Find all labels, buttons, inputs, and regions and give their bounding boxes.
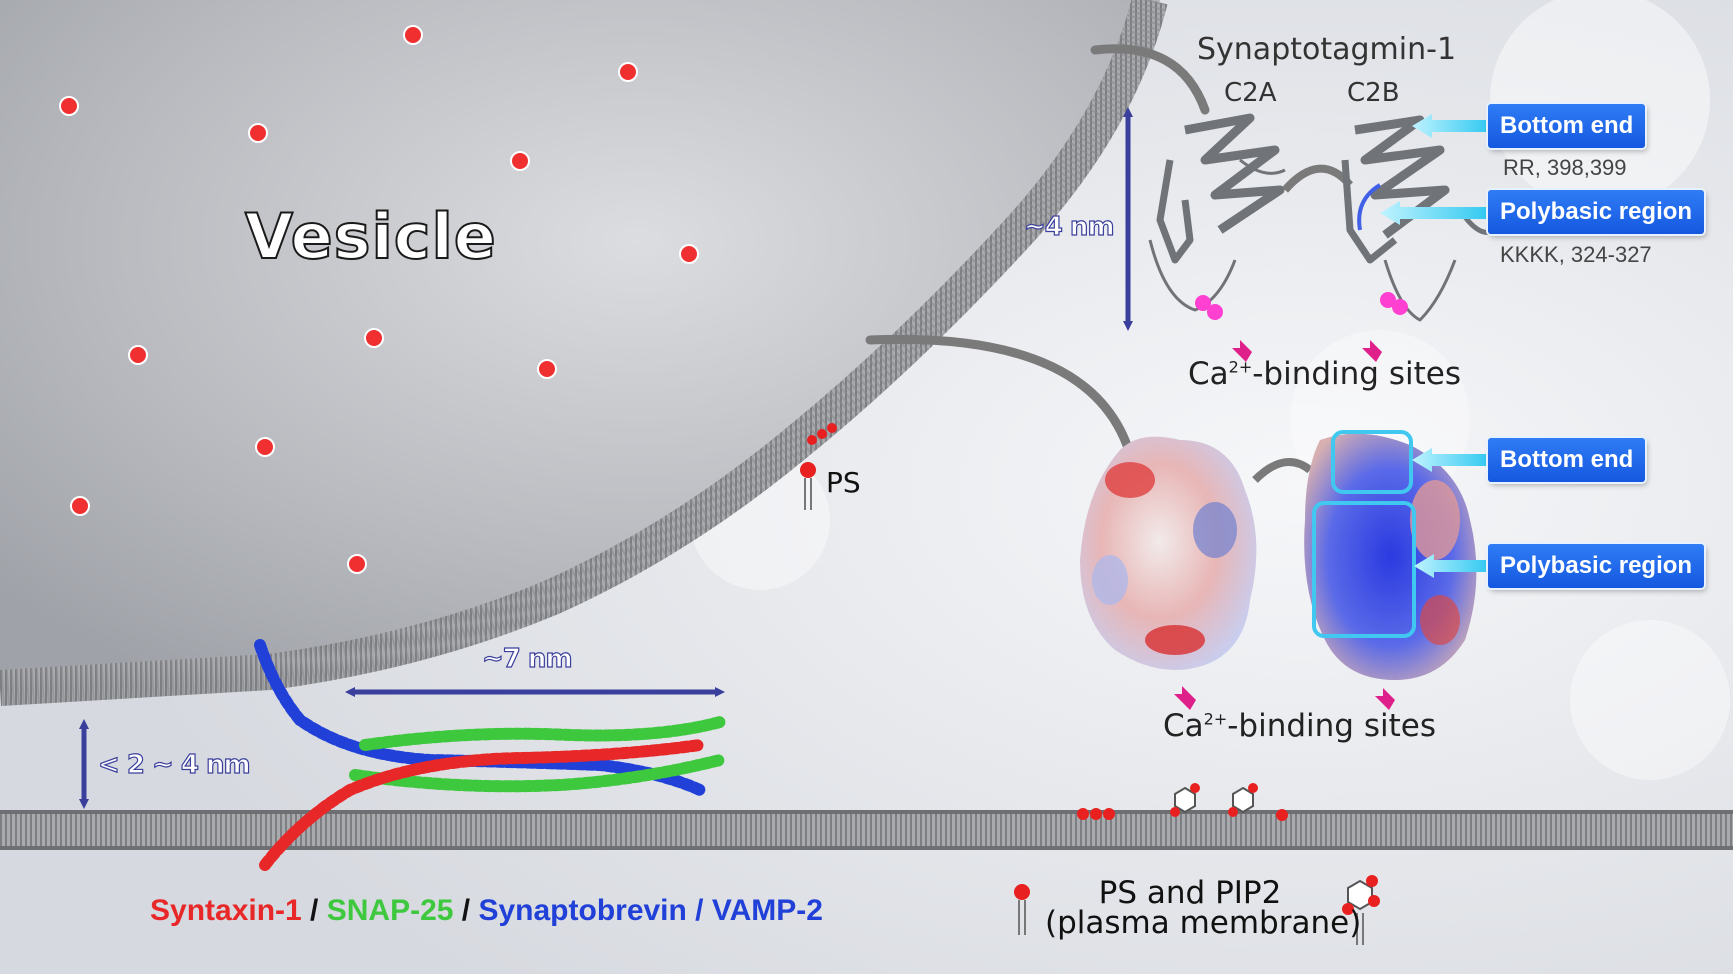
pip2-headgroup	[1228, 783, 1258, 817]
ca-site-arrow	[1232, 340, 1252, 362]
callout-arrow-polybasic	[1380, 201, 1490, 225]
lipid-legend-line1: PS and PIP2	[1098, 875, 1282, 911]
vesicle-lumen	[0, 0, 1160, 690]
c2b-ca-sites	[1380, 292, 1408, 315]
plasma-membrane-edge	[0, 810, 1733, 814]
c2b-polybasic-arrow	[1357, 183, 1382, 231]
gap-measure-label: < 2 ~ 4 nm	[97, 749, 251, 780]
vamp-label: Synaptobrevin / VAMP-2	[478, 894, 823, 927]
c2b-label: C2B	[1347, 78, 1400, 108]
callout-arrow-bottom-end	[1412, 448, 1490, 472]
connector-curve	[865, 334, 1140, 480]
neurotransmitter-dot	[403, 25, 423, 45]
plasma-membrane-edge	[0, 846, 1733, 850]
ca-binding-label-ribbon: Ca2+-binding sites	[1188, 356, 1461, 392]
polybasic-residues: KKKK, 324-327	[1500, 242, 1652, 267]
ca-site-arrow	[1375, 688, 1395, 710]
neurotransmitter-dot	[59, 96, 79, 116]
neurotransmitter-dot	[618, 62, 638, 82]
neurotransmitter-dot	[537, 359, 557, 379]
ca-site-arrow	[1174, 686, 1196, 710]
neurotransmitter-dots	[59, 25, 699, 574]
synaptotagmin-title: Synaptotagmin-1	[1197, 32, 1457, 67]
membrane-lipids	[1077, 783, 1288, 821]
bottom-end-residues: RR, 398,399	[1503, 155, 1627, 180]
lipid-legend-line2: (plasma membrane)	[1045, 905, 1362, 941]
plasma-membrane-bilayer	[0, 810, 1733, 850]
bottom-end-callout-surface: Bottom end	[1488, 438, 1646, 482]
c2a-surface-structure	[1080, 436, 1257, 670]
ps-headgroup	[1090, 808, 1102, 820]
legend-ps-icon	[1014, 884, 1030, 935]
vesicle-label: Vesicle	[244, 199, 497, 274]
syntaxin-label: Syntaxin-1	[150, 894, 302, 927]
c2b-surface-structure	[1304, 433, 1477, 680]
callout-arrow-polybasic	[1414, 554, 1490, 578]
neurotransmitter-dot	[255, 437, 275, 457]
ps-headgroup	[1276, 809, 1288, 821]
snare-complex	[254, 639, 726, 871]
legend-pip2-icon	[1342, 875, 1380, 945]
neurotransmitter-dot	[347, 554, 367, 574]
syntaxin-helix	[259, 739, 706, 871]
polybasic-callout-surface: Polybasic region	[1488, 544, 1705, 588]
polybasic-highlight	[1312, 501, 1416, 638]
length-measure-label: ~7 nm	[481, 643, 573, 674]
ca-binding-label-surface: Ca2+-binding sites	[1163, 708, 1436, 744]
ps-lipid-icon	[800, 462, 816, 510]
neurotransmitter-dot	[364, 328, 384, 348]
polybasic-callout: Polybasic region	[1488, 190, 1705, 234]
pip2-headgroup	[1170, 783, 1200, 817]
c2-linker	[1252, 458, 1313, 483]
snap25-helix-2	[349, 754, 726, 793]
snap25-label: SNAP-25	[326, 894, 454, 927]
ca-site-arrow	[1362, 340, 1382, 362]
callout-arrow-bottom-end	[1412, 114, 1490, 138]
snap25-helix-1	[359, 716, 726, 751]
c2a-label: C2A	[1224, 78, 1277, 108]
height-measure-label: ~4 nm	[1023, 211, 1115, 242]
c2a-ca-sites	[1195, 295, 1223, 320]
c2a-ribbon-structure	[1148, 113, 1286, 312]
snare-legend: Syntaxin-1 / SNAP-25 / Synaptobrevin / V…	[150, 894, 823, 927]
ps-headgroup	[1103, 808, 1115, 820]
bottom-end-highlight	[1331, 430, 1413, 494]
ps-label: PS	[826, 466, 861, 499]
neurotransmitter-dot	[510, 151, 530, 171]
neurotransmitter-dot	[679, 244, 699, 264]
vesicle-ps-lipids	[807, 423, 837, 445]
ps-headgroup	[1077, 808, 1089, 820]
connector-curve	[1090, 44, 1210, 115]
lipid-legend: PS and PIP2 (plasma membrane)	[1045, 875, 1362, 941]
neurotransmitter-dot	[70, 496, 90, 516]
bokeh-light	[1570, 620, 1730, 780]
neurotransmitter-dot	[248, 123, 268, 143]
bottom-end-callout: Bottom end	[1488, 104, 1646, 148]
neurotransmitter-dot	[128, 345, 148, 365]
vesicle	[0, 0, 1168, 706]
vesicle-membrane-texture	[0, 0, 1168, 706]
plasma-membrane	[0, 810, 1733, 850]
